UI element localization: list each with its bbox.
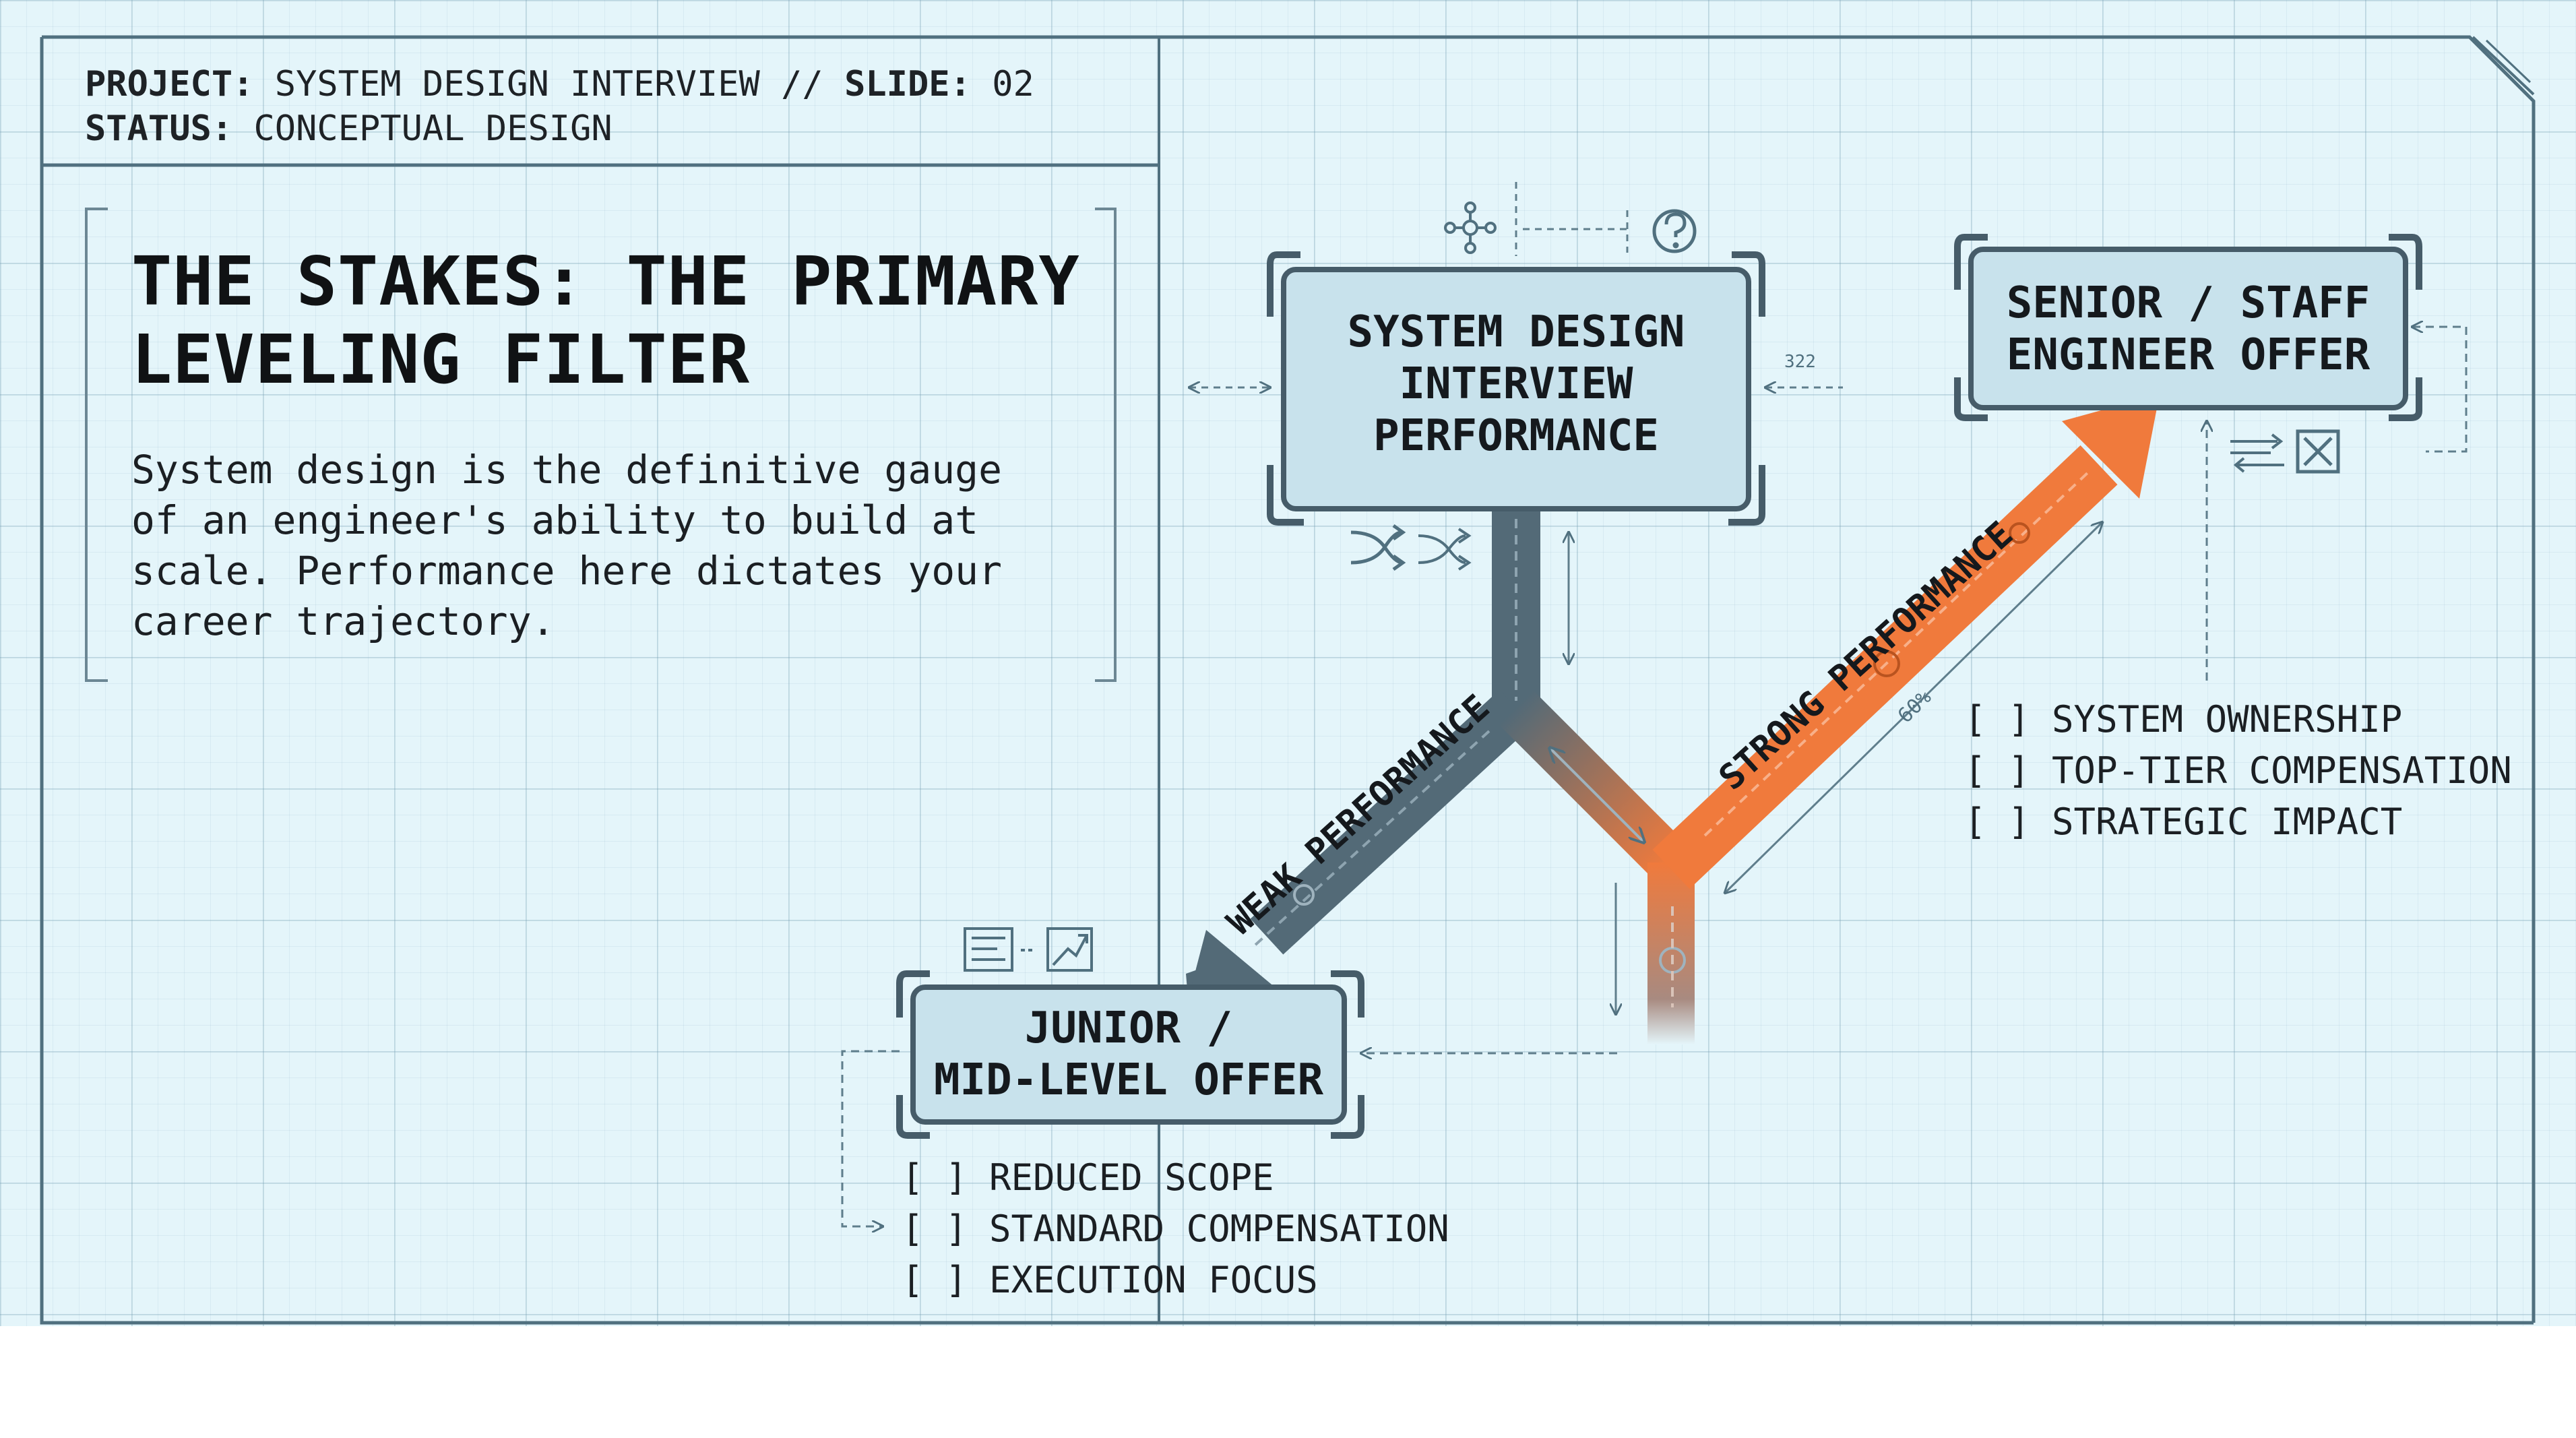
junior-box-label-line-2: MID-LEVEL OFFER [934,1055,1323,1105]
project-line: PROJECT: SYSTEM DESIGN INTERVIEW // SLID… [85,61,1034,107]
junior-benefits-list: [ ] REDUCED SCOPE [ ] STANDARD COMPENSAT… [902,1152,1449,1306]
page-title-line-1: THE STAKES: THE PRIMARY [131,242,1080,321]
senior-box-label: SENIOR / STAFF ENGINEER OFFER [2006,278,2370,380]
page-title: THE STAKES: THE PRIMARY LEVELING FILTER [131,243,1108,399]
slide: PROJECT: SYSTEM DESIGN INTERVIEW // SLID… [0,0,2576,1326]
junior-box-label: JUNIOR / MID-LEVEL OFFER [913,1003,1344,1106]
junior-box [896,970,1364,1139]
senior-benefits-list: [ ] SYSTEM OWNERSHIP [ ] TOP-TIER COMPEN… [1964,694,2512,848]
data-list-icon [964,927,1034,972]
project-label: PROJECT: [85,64,254,104]
slide-number: 02 [992,64,1034,104]
page-title-line-2: LEVELING FILTER [131,320,751,399]
list-item: [ ] REDUCED SCOPE [902,1156,1274,1199]
blueprint-frame [40,35,2536,1325]
senior-box [1954,234,2422,421]
junior-loop-line [841,1050,900,1226]
fork-path [1499,690,1695,1044]
list-item: [ ] EXECUTION FOCUS [902,1259,1318,1301]
list-item: [ ] SYSTEM OWNERSHIP [1964,698,2403,741]
flow-diagram [841,182,2468,1326]
transfer-icon [2230,433,2284,473]
source-top-dimension [1515,182,1629,256]
slide-label: SLIDE: [844,64,971,104]
question-icon [1652,209,1697,253]
dimension-322: 322 [1784,352,1816,372]
source-box-label: SYSTEM DESIGN INTERVIEW PERFORMANCE [1347,307,1685,461]
status-label: STATUS: [85,108,233,149]
source-box [1267,251,1765,526]
project-value: SYSTEM DESIGN INTERVIEW // [274,64,823,104]
list-item: [ ] STANDARD COMPENSATION [902,1208,1449,1250]
dimension-line-strong [1725,522,2102,893]
junior-box-label-line-1: JUNIOR / [1024,1003,1233,1053]
network-node-icon [1444,201,1497,254]
list-item: [ ] TOP-TIER COMPENSATION [1964,749,2512,792]
senior-loop-line [2412,327,2468,453]
status-value: CONCEPTUAL DESIGN [253,108,612,149]
status-line: STATUS: CONCEPTUAL DESIGN [85,106,612,152]
weak-path-arrow [1186,689,1533,1014]
trunk-path [1492,509,1540,711]
close-box-icon [2296,429,2340,474]
trend-chart-icon [1046,927,1093,972]
shuffle-icon [1350,524,1406,571]
shuffle-outline-icon [1418,528,1472,571]
list-item: [ ] STRATEGIC IMPACT [1964,801,2403,843]
page-description: System design is the definitive gauge of… [131,447,1003,644]
